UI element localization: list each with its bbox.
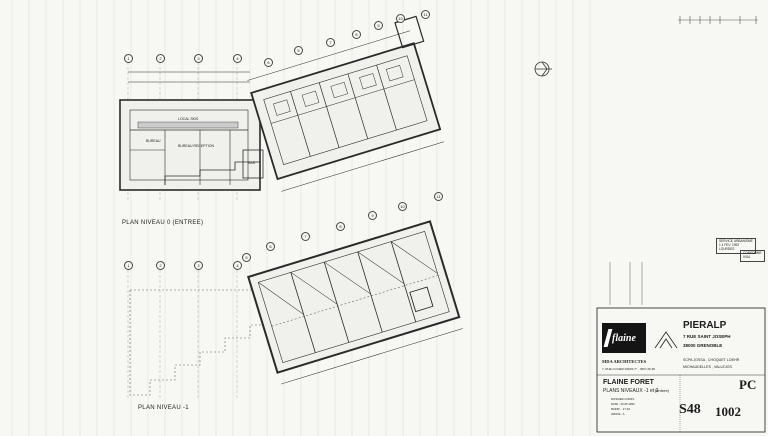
grid-axis-marker: 1 bbox=[124, 261, 133, 270]
sheet-title-note: (entree) bbox=[655, 388, 670, 393]
scale-ticks bbox=[678, 16, 758, 24]
pc-label: PC bbox=[739, 377, 757, 392]
stamp-line: VISA bbox=[743, 254, 751, 259]
room-label: LOCAL SKIS bbox=[178, 117, 199, 121]
grid-axis-marker: 3 bbox=[194, 261, 203, 270]
company-name: PIERALP bbox=[683, 320, 727, 331]
architects-name: MDA ARCHITECTES bbox=[602, 359, 647, 364]
grid-axis-marker: 6 bbox=[266, 242, 275, 251]
grid-axis-marker: 4 bbox=[233, 261, 242, 270]
room-label: SAS bbox=[248, 161, 256, 165]
secondary-stamp: CONFORME VISA bbox=[740, 250, 765, 262]
grid-axis-marker: 8 bbox=[352, 30, 361, 39]
north-arrow bbox=[534, 61, 552, 77]
architects-address: 7, RUE CUVIER PARIS 7° · 4567.26.38 bbox=[602, 367, 655, 371]
plan-title-level-minus-1: PLAN NIVEAU -1 bbox=[138, 405, 189, 411]
sheet-title: PLANS NIVEAUX -1 et 0 bbox=[603, 388, 659, 394]
room-label: BUREAU RECEPTION bbox=[178, 144, 214, 148]
architect-logo-icon bbox=[653, 330, 679, 350]
grid-axis-marker: 8 bbox=[336, 222, 345, 231]
grid-axis-marker: 3 bbox=[194, 54, 203, 63]
plan-level-0 bbox=[119, 15, 444, 200]
title-block-frame bbox=[596, 262, 766, 433]
collaborators-line2: MICHAUDELLES , VALLEJOS bbox=[683, 365, 732, 369]
note-line: MODIF. : 17.04 bbox=[611, 407, 630, 411]
grid-axis-marker: 11 bbox=[421, 10, 430, 19]
background-grid bbox=[11, 0, 591, 436]
grid-axis-marker: 7 bbox=[301, 232, 310, 241]
grid-axis-marker: 9 bbox=[368, 211, 377, 220]
stamp-line: 1 4 FEV. 1993 bbox=[719, 242, 740, 247]
title-block: flaine PIERALP 7 RUE SAINT JOSEPH 38000 … bbox=[597, 308, 765, 432]
plan-level-minus-1 bbox=[127, 220, 463, 400]
room-label: BUREAU bbox=[146, 139, 161, 143]
plan-title-level-0: PLAN NIVEAU 0 (ENTREE) bbox=[122, 220, 204, 226]
grid-axis-marker: 2 bbox=[156, 54, 165, 63]
grid-axis-marker: 9 bbox=[374, 21, 383, 30]
note-line: DOSSIER COMPL. bbox=[611, 397, 636, 401]
stamp-line: LOURDES bbox=[719, 246, 735, 251]
project-name: FLAINE FORET bbox=[603, 379, 654, 386]
grid-axis-marker: 11 bbox=[434, 192, 443, 201]
company-address-line1: 7 RUE SAINT JOSEPH bbox=[683, 334, 731, 339]
drawing-index: 1002 bbox=[715, 404, 741, 419]
grid-axis-marker: 4 bbox=[233, 54, 242, 63]
approval-stamp: SERVICE URBANISME 1 4 FEV. 1993 LOURDES bbox=[716, 238, 756, 254]
grid-axis-marker: 2 bbox=[156, 261, 165, 270]
flaine-logo: flaine bbox=[602, 323, 646, 353]
grid-axis-marker: 7 bbox=[326, 38, 335, 47]
grid-axis-marker: 10 bbox=[398, 202, 407, 211]
note-line: DATE : 06.05.1993 bbox=[611, 402, 635, 406]
collaborators-line1: SCPA JOSSA , CHOQUET LOEHR bbox=[683, 358, 740, 362]
drawing-number: S48 bbox=[679, 402, 701, 417]
note-line: INDICE : A bbox=[611, 412, 625, 416]
grid-axis-marker: 5 bbox=[242, 253, 251, 262]
grid-axis-marker: 10 bbox=[396, 14, 405, 23]
company-address-line2: 38000 GRENOBLE bbox=[683, 343, 723, 348]
grid-axis-marker: 5 bbox=[294, 46, 303, 55]
grid-axis-marker: 1 bbox=[124, 54, 133, 63]
stamp-line: SERVICE URBANISME bbox=[719, 239, 753, 243]
stamp-line: CONFORME bbox=[743, 251, 762, 255]
grid-axis-marker: 6 bbox=[264, 58, 273, 67]
